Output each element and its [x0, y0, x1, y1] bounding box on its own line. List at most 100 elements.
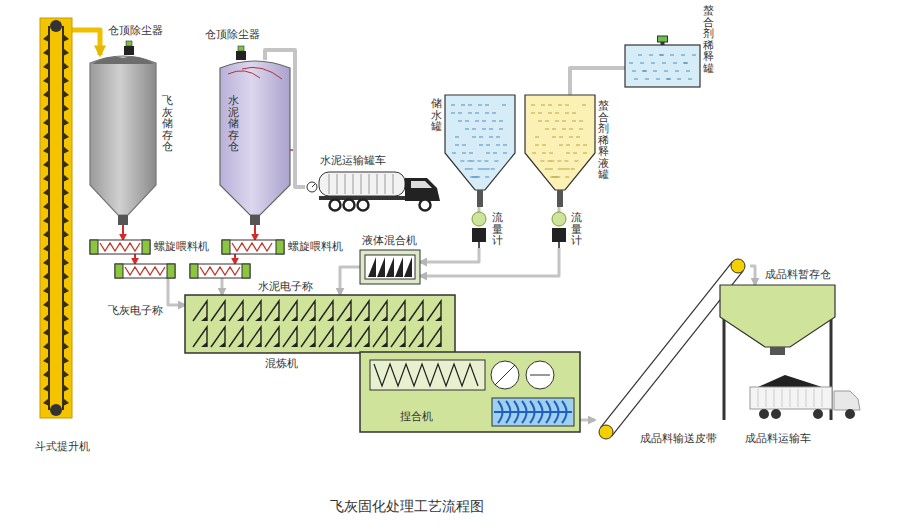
truck-wheel — [845, 409, 855, 419]
liquid-texture — [583, 153, 587, 154]
elevator-bucket — [63, 216, 69, 224]
cement-tanker-shape — [305, 170, 440, 212]
elevator-bucket — [43, 104, 49, 112]
feeder-cap — [90, 240, 98, 254]
elevator-bucket — [43, 118, 49, 126]
mixing-blade — [283, 301, 297, 321]
elevator-bucket — [63, 370, 69, 378]
truck-cab — [834, 391, 860, 410]
liquid-texture — [550, 177, 554, 178]
blade-tip — [309, 342, 315, 347]
liquid-texture — [486, 153, 490, 154]
blade-tip — [237, 316, 243, 321]
dust-collector-body — [236, 51, 246, 60]
liquid-texture — [572, 113, 576, 114]
liquid-texture — [492, 121, 496, 122]
node-label: 捏合机 — [400, 410, 433, 423]
feeder-cap — [167, 264, 175, 278]
flow-connector — [254, 225, 256, 240]
figure-caption: 飞灰固化处理工艺流程图 — [330, 498, 484, 515]
flow-meter-shape — [470, 212, 488, 248]
truck-cab — [405, 178, 440, 201]
liquid-texture — [552, 129, 556, 130]
liquid-texture — [666, 79, 670, 80]
liquid-texture — [461, 105, 465, 106]
node-label: 成品料暂存仓 — [765, 268, 831, 281]
liquid-texture — [451, 105, 455, 106]
elevator-bucket — [43, 328, 49, 336]
liquid-texture — [451, 113, 455, 114]
liquid-texture — [670, 55, 674, 56]
gauge-needle — [312, 184, 315, 187]
blade-tip — [291, 316, 297, 321]
meter-head — [552, 212, 566, 226]
node-label: 水泥电子称 — [258, 280, 313, 293]
liquid-texture — [686, 71, 690, 72]
flow-meter-shape — [550, 212, 568, 248]
liquid-texture — [532, 153, 536, 154]
node-label: 成品料输送皮带 — [640, 432, 717, 445]
mixing-blade — [319, 301, 333, 321]
flow-connector — [580, 419, 595, 422]
screw-feeder-shape — [90, 240, 150, 254]
blade-tip — [237, 342, 243, 347]
elevator-bucket — [43, 160, 49, 168]
blade-tip — [345, 316, 351, 321]
blade-tip — [273, 342, 279, 347]
flow-connector — [134, 254, 136, 264]
screw-feeder-shape — [222, 240, 284, 254]
liquid-texture — [643, 71, 647, 72]
screw-flight — [514, 401, 519, 423]
feeder-cap — [142, 240, 150, 254]
liquid-texture — [562, 129, 566, 130]
screw-flight — [562, 401, 567, 423]
liquid-texture — [557, 161, 561, 162]
liquid-texture — [574, 161, 578, 162]
belt-conveyor: 成品料输送皮带 — [595, 255, 750, 445]
liquid-texture — [559, 137, 563, 138]
elevator-bucket — [43, 356, 49, 364]
bucket-elevator-shape — [40, 18, 72, 418]
blade-tip — [219, 316, 225, 321]
liquid-texture — [542, 145, 546, 146]
liquid-texture — [649, 55, 653, 56]
elevator-bucket — [43, 286, 49, 294]
liquid-texture — [484, 161, 488, 162]
mixing-blade — [265, 327, 279, 347]
mixer-casing — [360, 250, 420, 284]
dust-collector — [236, 46, 246, 60]
electronic-scale-shape — [115, 264, 175, 278]
liquid-texture — [673, 63, 677, 64]
liquid-texture — [465, 121, 469, 122]
liquid-texture — [565, 113, 569, 114]
mixing-blade — [265, 301, 279, 321]
truck-wheel — [344, 200, 355, 211]
elevator-bucket — [43, 300, 49, 308]
liquid-texture — [542, 153, 546, 154]
liquid-texture — [472, 137, 476, 138]
liquid-texture — [479, 145, 483, 146]
liquid-texture — [531, 105, 535, 106]
tank-outlet — [477, 190, 483, 207]
liquid-texture — [579, 129, 583, 130]
tank-rib — [361, 174, 362, 194]
trailer — [750, 387, 832, 409]
silo-outlet — [250, 215, 260, 225]
liquid-texture — [458, 113, 462, 114]
tank-rib — [377, 174, 378, 194]
liquid-texture — [479, 137, 483, 138]
liquid-texture — [468, 113, 472, 114]
mixing-machine: 混炼机 — [185, 295, 455, 353]
liquid-texture — [475, 113, 479, 114]
blade-tip — [255, 342, 261, 347]
cement-streak — [242, 67, 282, 79]
blade-tip — [291, 342, 297, 347]
support-leg — [723, 315, 726, 420]
mixing-blade — [283, 327, 297, 347]
feeder-cap — [190, 264, 198, 278]
liquid-texture — [496, 145, 500, 146]
liquid-texture — [485, 105, 489, 106]
liquid-texture — [579, 121, 583, 122]
liquid-texture — [545, 121, 549, 122]
